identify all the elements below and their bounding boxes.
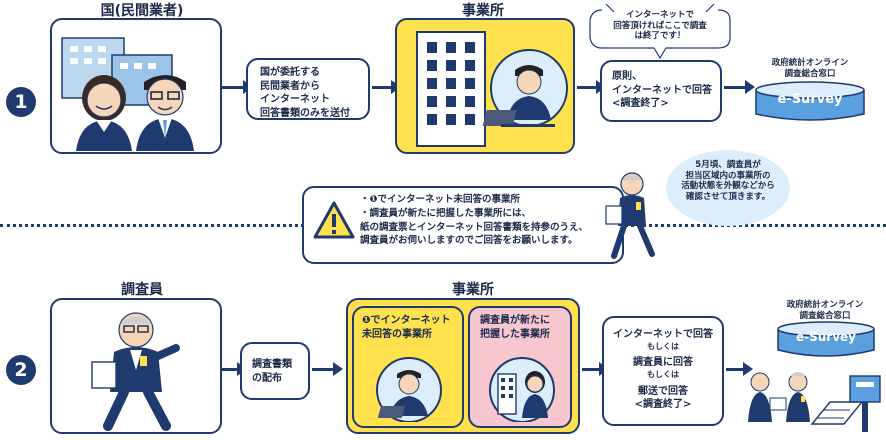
sub-a-line: ❶でインターネット	[362, 315, 451, 326]
step1-line: 回答書類のみを送付	[260, 107, 350, 119]
esurvey-cylinder-icon	[755, 81, 865, 121]
esurvey-cylinder-icon	[777, 321, 875, 357]
step2-line: <調査終了>	[612, 98, 669, 109]
office-title-2: 事業所	[452, 282, 494, 298]
esurvey-label: e-Survey	[777, 92, 843, 107]
sub-panel-text: 調査員が新たに 把握した事業所	[470, 308, 570, 341]
walking-surveyor-illustration	[605, 172, 655, 259]
answer-mail: 郵送で回答	[638, 385, 688, 397]
surveyor-mailbox-illustration	[748, 372, 881, 432]
note-bubble	[666, 150, 790, 226]
answer-or: もしくは	[647, 369, 679, 379]
flow-arrow	[726, 362, 753, 376]
note-line: 5月頃、調査員が	[695, 160, 761, 170]
step1-line: 民間業者から	[260, 80, 320, 92]
office-building-illustration	[416, 31, 568, 147]
flow-arrow	[724, 80, 755, 94]
flow-arrow	[372, 80, 401, 94]
portal-label-line: 政府統計オンライン	[771, 58, 849, 68]
sub-panel-unanswered: ❶でインターネット 未回答の事業所	[352, 306, 464, 428]
step1-box: 国が委託する 民間業者から インターネット 回答書類のみを送付	[246, 58, 370, 120]
step2-box-2: インターネットで回答 もしくは 調査員に回答 もしくは 郵送で回答 <調査終了>	[602, 316, 724, 426]
warning-text: ・❶でインターネット未回答の事業所 ・調査員が新たに把握した事業所には、 紙の調…	[360, 193, 610, 248]
warning-line: ・調査員が新たに把握した事業所には、	[360, 207, 532, 219]
warning-line: ・❶でインターネット未回答の事業所	[360, 194, 521, 205]
portal-label-line: 調査総合窓口	[784, 68, 836, 79]
flow-arrow	[582, 362, 609, 376]
portal-label-line: 調査総合窓口	[799, 310, 851, 321]
note-line: 確認させて頂きます。	[685, 191, 771, 202]
answer-end: <調査終了>	[634, 399, 692, 411]
note-line: 活動状態を外観などから	[681, 181, 775, 192]
step2-line: 原則、	[612, 71, 642, 82]
step1-line: の配布	[252, 372, 282, 384]
bubble-line: インターネットで	[625, 10, 694, 20]
esurvey-label: e-Survey	[795, 330, 856, 344]
surveyor-title: 調査員	[121, 282, 163, 298]
sub-b-line: 調査員が新たに	[480, 315, 550, 326]
bubble-text: インターネットで 回答頂ければここで調査 は終了です！	[590, 10, 730, 42]
step1-box-2: 調査書類 の配布	[240, 342, 310, 400]
note-line: 担当区域内の事業所の	[685, 170, 771, 181]
surveyor-panel	[50, 298, 222, 434]
flow-arrow	[222, 362, 247, 376]
bubble-line: 回答頂ければここで調査	[613, 20, 707, 31]
step1-line: 調査書類	[252, 359, 292, 370]
sub-panel-new: 調査員が新たに 把握した事業所	[468, 306, 572, 428]
step1-line: インターネット	[260, 94, 330, 105]
step2-line: インターネットで回答	[612, 84, 712, 96]
warning-line: 調査員がお伺いしますのでご回答をお願いします。	[360, 235, 578, 247]
office-panel	[395, 18, 575, 154]
step1-line: 国が委託する	[260, 67, 320, 78]
flow-arrow	[312, 362, 343, 376]
sub-a-line: 未回答の事業所	[362, 328, 432, 340]
flow-arrow	[222, 80, 253, 94]
bubble-line: は終了です！	[634, 31, 686, 42]
org-panel	[50, 18, 222, 154]
surveyor-illustration	[91, 312, 180, 431]
portal-label: 政府統計オンライン 調査総合窓口	[748, 58, 872, 79]
office-title: 事業所	[462, 3, 504, 19]
portal-label-line: 政府統計オンライン	[786, 300, 864, 310]
answer-surveyor: 調査員に回答	[633, 357, 693, 369]
new-office-illustration	[489, 357, 555, 422]
answer-or: もしくは	[647, 341, 679, 351]
answer-internet: インターネットで回答	[613, 329, 713, 340]
speech-bubble-shape	[589, 4, 731, 60]
warning-box	[302, 186, 624, 264]
portal-label-2: 政府統計オンライン 調査総合窓口	[770, 300, 880, 321]
note-text: 5月頃、調査員が 担当区域内の事業所の 活動状態を外観などから 確認させて頂きま…	[668, 160, 788, 203]
warning-icon	[313, 201, 355, 239]
step2-box: 原則、 インターネットで回答 <調査終了>	[600, 60, 722, 122]
warning-line: 紙の調査票とインターネット回答書類を持参のうえ、	[360, 221, 589, 233]
sub-b-line: 把握した事業所	[480, 328, 550, 340]
org-title: 国(民間業者)	[100, 3, 184, 19]
company-people-illustration	[61, 37, 194, 151]
office-worker-illustration	[376, 357, 442, 422]
flow-arrow	[577, 80, 606, 94]
step-number-2: 2	[6, 355, 36, 385]
sub-panel-text: ❶でインターネット 未回答の事業所	[354, 308, 462, 341]
step-number-1: 1	[6, 87, 36, 117]
